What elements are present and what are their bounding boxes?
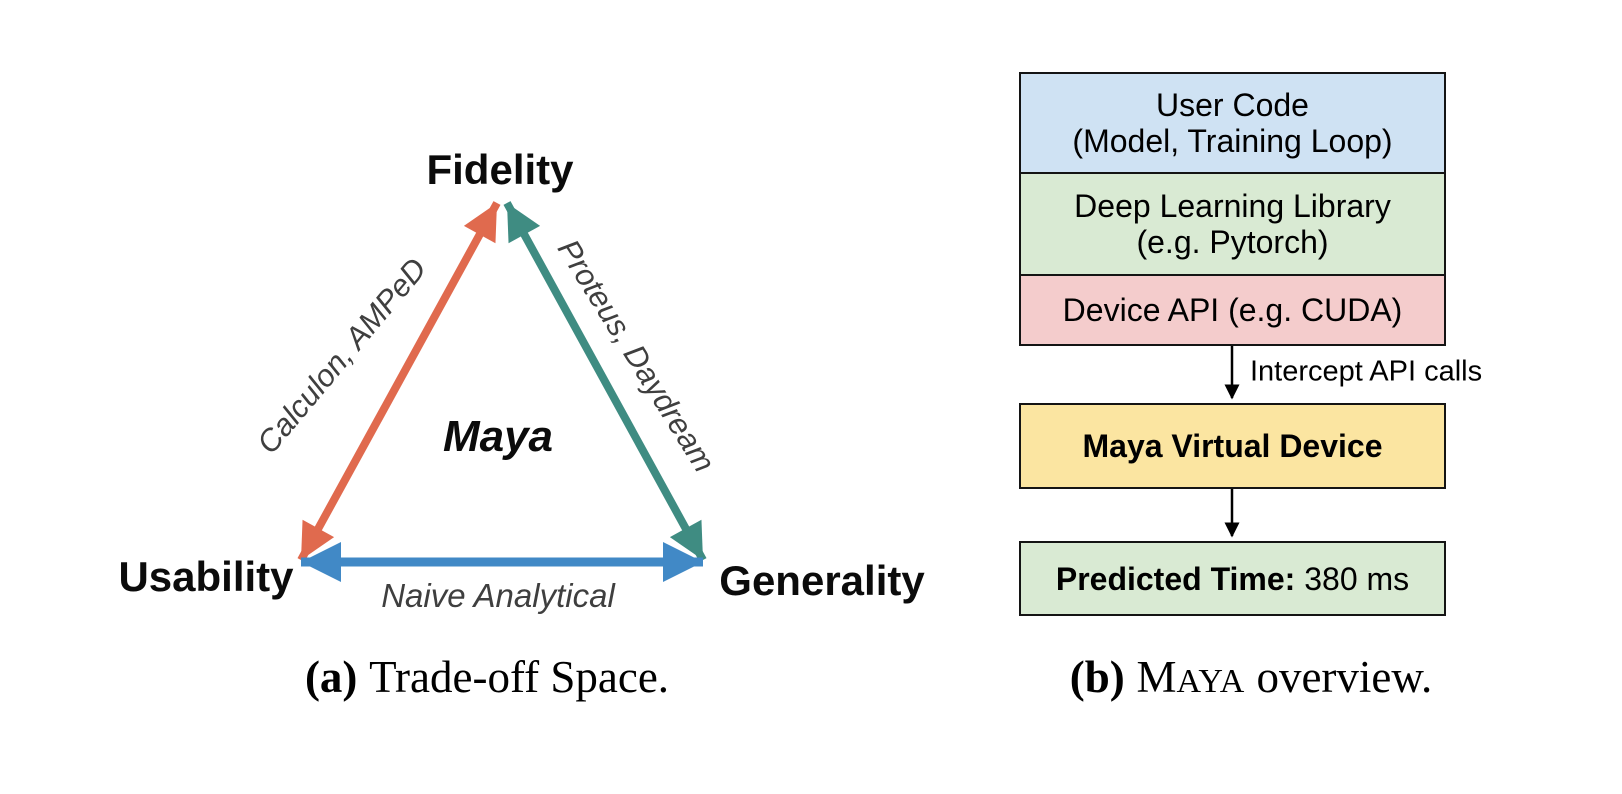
caption-a: (a)Trade-off Space.	[305, 651, 669, 703]
maya-virtual-device-label: Maya Virtual Device	[1082, 428, 1383, 464]
caption-a-text: Trade-off Space.	[369, 652, 670, 702]
caption-b-brand-smallcaps: AYA	[1176, 663, 1245, 700]
caption-b-prefix: (b)	[1069, 652, 1125, 702]
usability-vertex-label: Usability	[118, 553, 294, 600]
caption-b-brand: MAYA	[1136, 652, 1244, 702]
fidelity-vertex-label: Fidelity	[426, 146, 574, 193]
maya-center-label: Maya	[442, 412, 554, 461]
dl-library-line1: Deep Learning Library	[1074, 188, 1391, 224]
predicted-time-value: 380 ms	[1295, 560, 1410, 597]
user-code-box: User Code (Model, Training Loop)	[1019, 72, 1446, 174]
device-api-line1: Device API (e.g. CUDA)	[1062, 292, 1403, 328]
caption-b-text: overview.	[1256, 652, 1433, 702]
generality-vertex-label: Generality	[719, 557, 925, 604]
intercept-api-calls-label: Intercept API calls	[1250, 355, 1483, 388]
caption-a-prefix: (a)	[304, 652, 358, 702]
dl-library-box: Deep Learning Library (e.g. Pytorch)	[1019, 172, 1446, 276]
bottom-edge-label: Naive Analytical	[381, 577, 615, 614]
dl-library-line2: (e.g. Pytorch)	[1136, 224, 1329, 260]
predicted-time-label: Predicted Time:	[1055, 560, 1296, 597]
maya-virtual-device-box: Maya Virtual Device	[1019, 403, 1446, 489]
device-api-box: Device API (e.g. CUDA)	[1019, 274, 1446, 346]
predicted-time-line: Predicted Time: 380 ms	[1056, 561, 1409, 597]
caption-b-brand-initial: M	[1136, 652, 1177, 702]
predicted-time-box: Predicted Time: 380 ms	[1019, 541, 1446, 616]
user-code-line1: User Code	[1156, 87, 1309, 123]
fidelity-usability-arrow	[297, 201, 501, 562]
fidelity-generality-arrow	[503, 201, 707, 562]
user-code-line2: (Model, Training Loop)	[1072, 123, 1393, 159]
